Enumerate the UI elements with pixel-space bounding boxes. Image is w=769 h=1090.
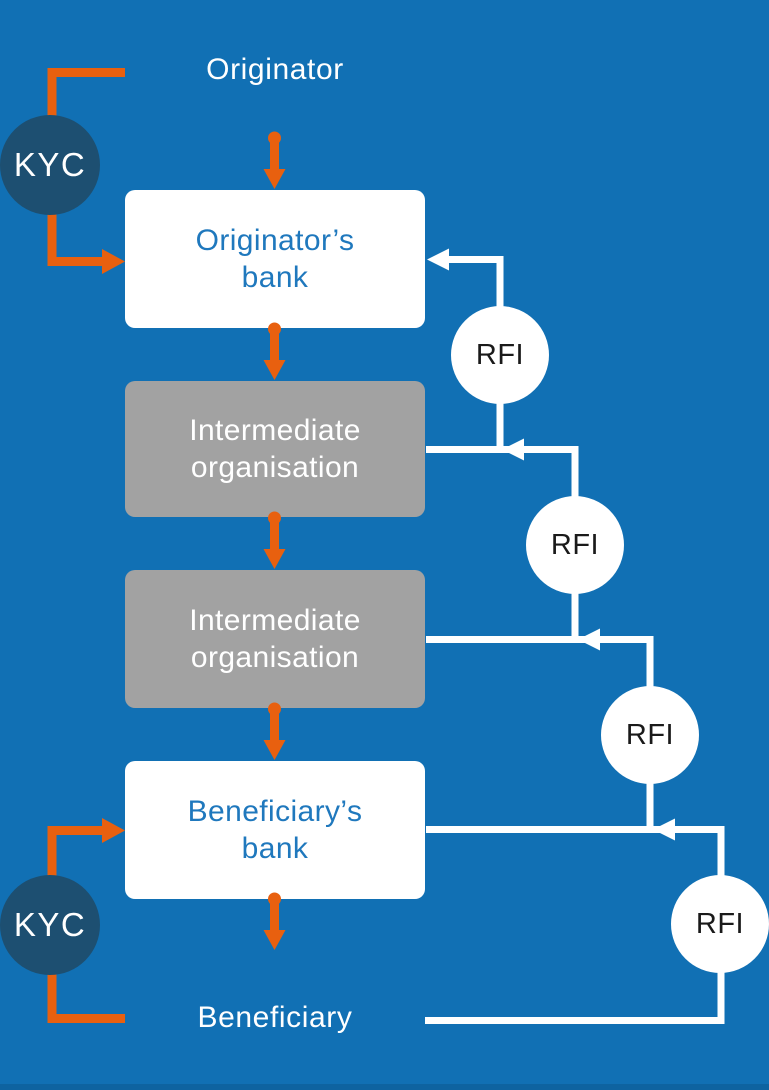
flow-intermediate1-to-intermediate2 — [263, 511, 286, 569]
rfi-connector-2 — [426, 438, 579, 641]
flow-intermediate2-to-bank2 — [263, 702, 286, 760]
rfi-badge-4: RFI — [671, 875, 769, 973]
rfi-badge-label: RFI — [625, 718, 675, 751]
node-intermediate-organisation-1: Intermediate organisation — [125, 381, 425, 517]
node-label-line: Beneficiary’s — [187, 795, 363, 828]
node-intermediate-organisation-2: Intermediate organisation — [125, 570, 425, 708]
node-label-line: bank — [241, 261, 309, 294]
node-beneficiarys-bank: Beneficiary’s bank — [125, 761, 425, 899]
rfi-badge-3: RFI — [601, 686, 699, 784]
node-label-line: Intermediate — [189, 414, 361, 447]
kyc-bottom-connector — [47, 818, 125, 1023]
rfi-connector-3 — [426, 628, 654, 831]
originator-label: Originator — [206, 53, 344, 86]
footer-strip — [0, 1084, 769, 1090]
node-label-line: Intermediate — [189, 604, 361, 637]
kyc-top-connector — [47, 68, 125, 274]
node-label-line: organisation — [190, 641, 360, 674]
node-label-line: organisation — [190, 451, 360, 484]
flow-originator-to-bank — [263, 131, 286, 189]
flow-bank2-to-beneficiary — [263, 892, 286, 950]
node-label-line: Originator’s — [195, 224, 355, 257]
node-originators-bank: Originator’s bank — [125, 190, 425, 328]
kyc-badge-top: KYC — [0, 115, 100, 215]
kyc-badge-label: KYC — [13, 906, 87, 943]
rfi-badge-1: RFI — [451, 306, 549, 404]
flow-bank1-to-intermediate1 — [263, 322, 286, 380]
rfi-badge-2: RFI — [526, 496, 624, 594]
rfi-badge-label: RFI — [550, 528, 600, 561]
node-label-line: bank — [241, 832, 309, 865]
rfi-connector-4 — [425, 818, 725, 1024]
kyc-badge-bottom: KYC — [0, 875, 100, 975]
kyc-badge-label: KYC — [13, 146, 87, 183]
rfi-connector-1 — [427, 248, 504, 450]
rfi-badge-label: RFI — [695, 907, 745, 940]
rfi-badge-label: RFI — [475, 338, 525, 371]
beneficiary-label: Beneficiary — [197, 1001, 353, 1034]
